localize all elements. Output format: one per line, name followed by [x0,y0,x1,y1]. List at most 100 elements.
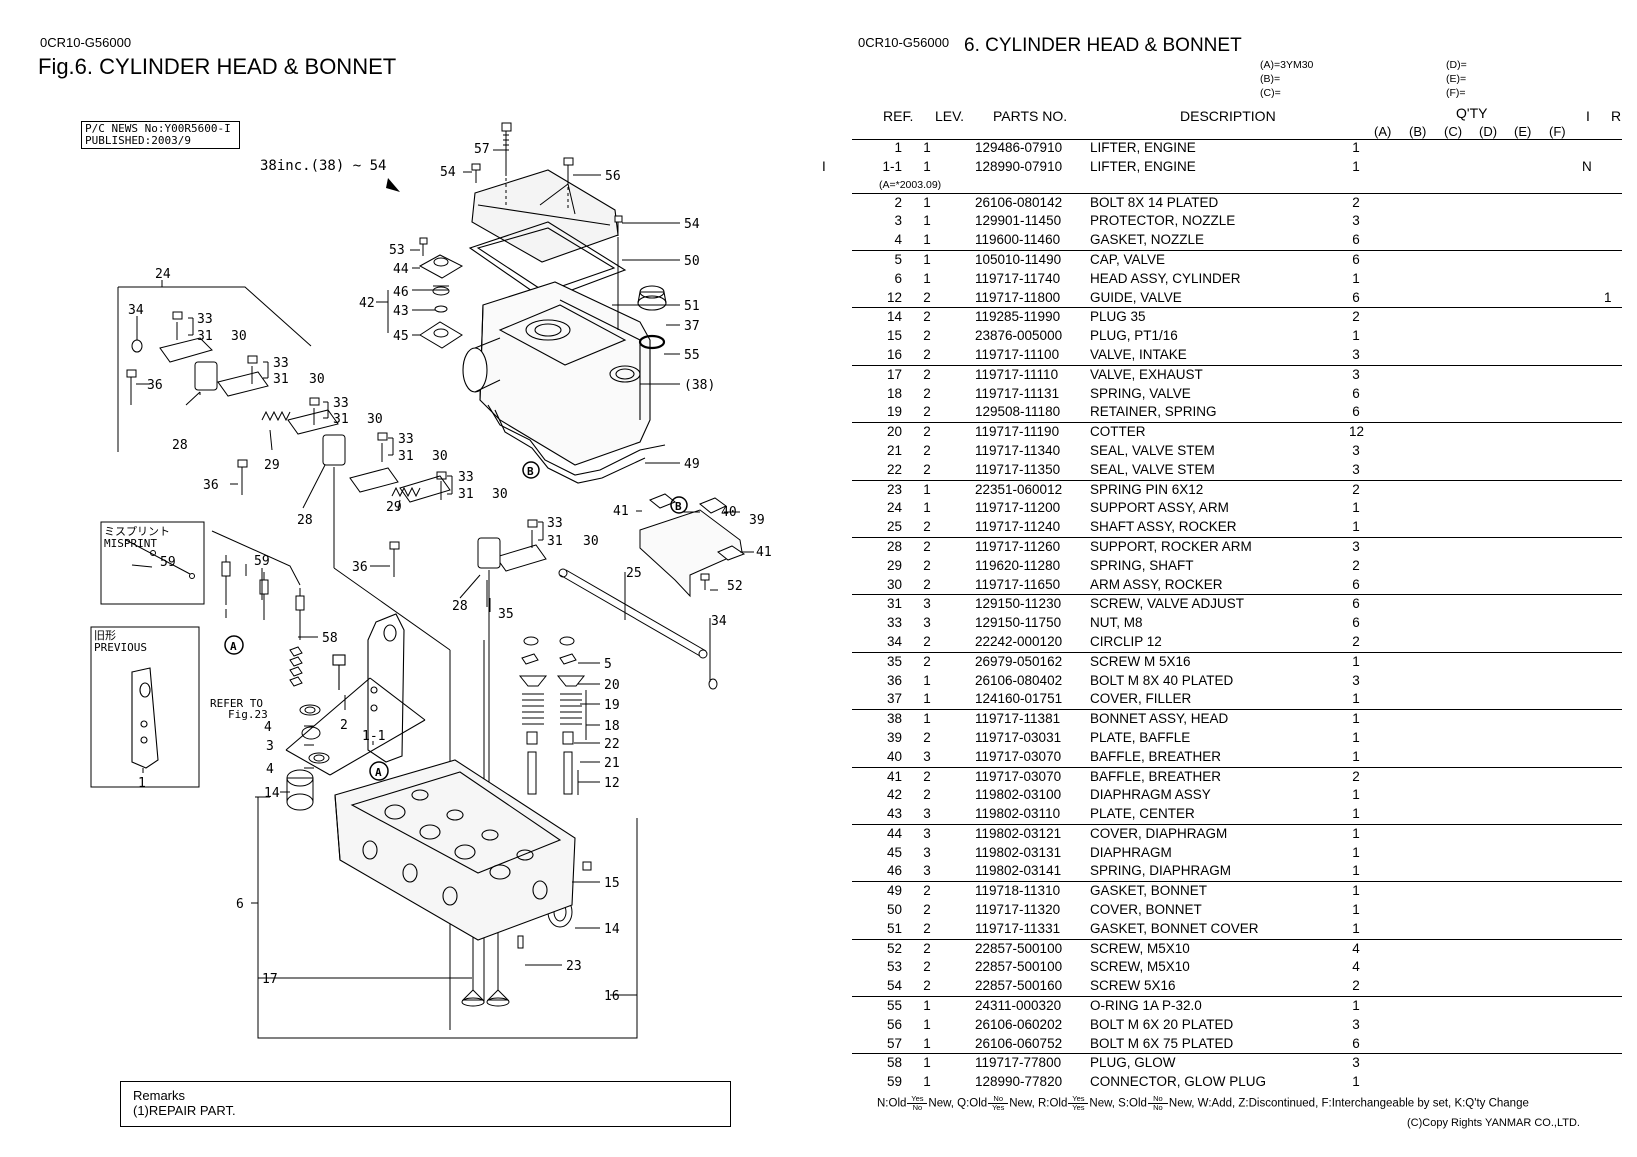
engine-lifter-previous [131,667,159,769]
callout-15: 15 [604,876,620,891]
part-number: 119717-11381 [975,711,1061,727]
model-c: (C)= [1260,87,1281,99]
callout-31: 31 [458,487,474,502]
callout-29: 29 [386,500,402,515]
level: 1 [923,672,931,688]
callout-41: 41 [613,504,629,519]
callout-50: 50 [684,254,700,269]
legend-n-new: New, Q:Old [928,1097,988,1110]
level: 2 [923,461,931,477]
ref-number: 20 [886,424,902,440]
level: 1 [923,158,931,174]
ref-number: 15 [886,328,902,344]
qty-a: 1 [1352,787,1360,803]
part-number: 26979-050162 [975,653,1063,669]
callout-36: 36 [352,560,368,575]
model-list-right: (D)= (E)= (F)= [1446,58,1467,100]
qty-a: 6 [1352,251,1360,267]
ref-number: 12 [886,289,902,305]
level: 2 [923,346,931,362]
level: 1 [923,251,931,267]
callout-20: 20 [604,678,620,693]
level: 3 [923,615,931,631]
callout-44: 44 [393,262,409,277]
level: 2 [923,366,931,382]
callout-34: 34 [711,614,727,629]
qty-a: 6 [1352,232,1360,248]
legend-q-new: New, R:Old [1009,1097,1068,1110]
ref-number: 5 [894,251,902,267]
part-number: 119717-11190 [975,424,1060,440]
part-number: 119717-03070 [975,768,1062,784]
part-number: 22857-500160 [975,978,1063,994]
model-f: (F)= [1446,87,1466,99]
callout-30: 30 [231,329,247,344]
part-number: 119802-03110 [975,806,1061,822]
previous-jp-label: 旧形 [94,629,116,642]
glow-plug-group [125,530,330,764]
qty-a: 3 [1352,366,1360,382]
description: SPRING, DIAPHRAGM [1090,863,1232,879]
description: SEAL, VALVE STEM [1090,442,1215,458]
level: 2 [923,576,931,592]
inc-note: 38inc.(38) ~ 54 [260,158,387,174]
callout-33: 33 [547,516,563,531]
part-number: 119717-03031 [975,729,1062,745]
level: 1 [923,500,931,516]
refer-to-label: REFER TO [210,697,263,710]
callout-A: A [230,640,237,653]
description: BOLT M 6X 20 PLATED [1090,1016,1234,1032]
description: DIAPHRAGM [1090,844,1172,860]
part-number: 119718-11310 [975,883,1061,899]
qty-col-a: (A) [1374,124,1392,139]
ref-number: 4 [894,232,902,248]
level: 1 [923,213,931,229]
description: DIAPHRAGM ASSY [1090,787,1211,803]
description: BAFFLE, BREATHER [1090,748,1222,764]
misprint-jp-label: ミスプリント [104,525,170,538]
ref-number: 40 [886,748,902,764]
baffle-plate-group [639,493,746,598]
header-rule [852,139,1622,140]
description: ARM ASSY, ROCKER [1090,576,1223,592]
part-number: 119717-11350 [975,461,1061,477]
level: 2 [923,309,931,325]
callout-36: 36 [203,478,219,493]
callout-30: 30 [432,449,448,464]
level: 2 [923,385,931,401]
callout-25: 25 [626,566,642,581]
part-number: 23876-005000 [975,328,1063,344]
level: 3 [923,844,931,860]
level: 3 [923,863,931,879]
callout-52: 52 [727,579,743,594]
part-number: 26106-080142 [975,194,1063,210]
callout-18: 18 [604,719,620,734]
qty-a: 6 [1352,596,1360,612]
description: LIFTER, ENGINE [1090,158,1196,174]
level: 2 [923,787,931,803]
qty-a: 3 [1352,213,1360,229]
qty-a: 4 [1352,959,1360,975]
ref-number: 46 [886,863,902,879]
part-number: 22857-500100 [975,940,1063,956]
ref-number: 57 [886,1035,902,1051]
level: 2 [923,768,931,784]
qty-col-b: (B) [1409,124,1427,139]
callout-31: 31 [197,329,213,344]
ref-number: 23 [886,481,902,497]
level: 2 [923,883,931,899]
level: 2 [923,902,931,918]
